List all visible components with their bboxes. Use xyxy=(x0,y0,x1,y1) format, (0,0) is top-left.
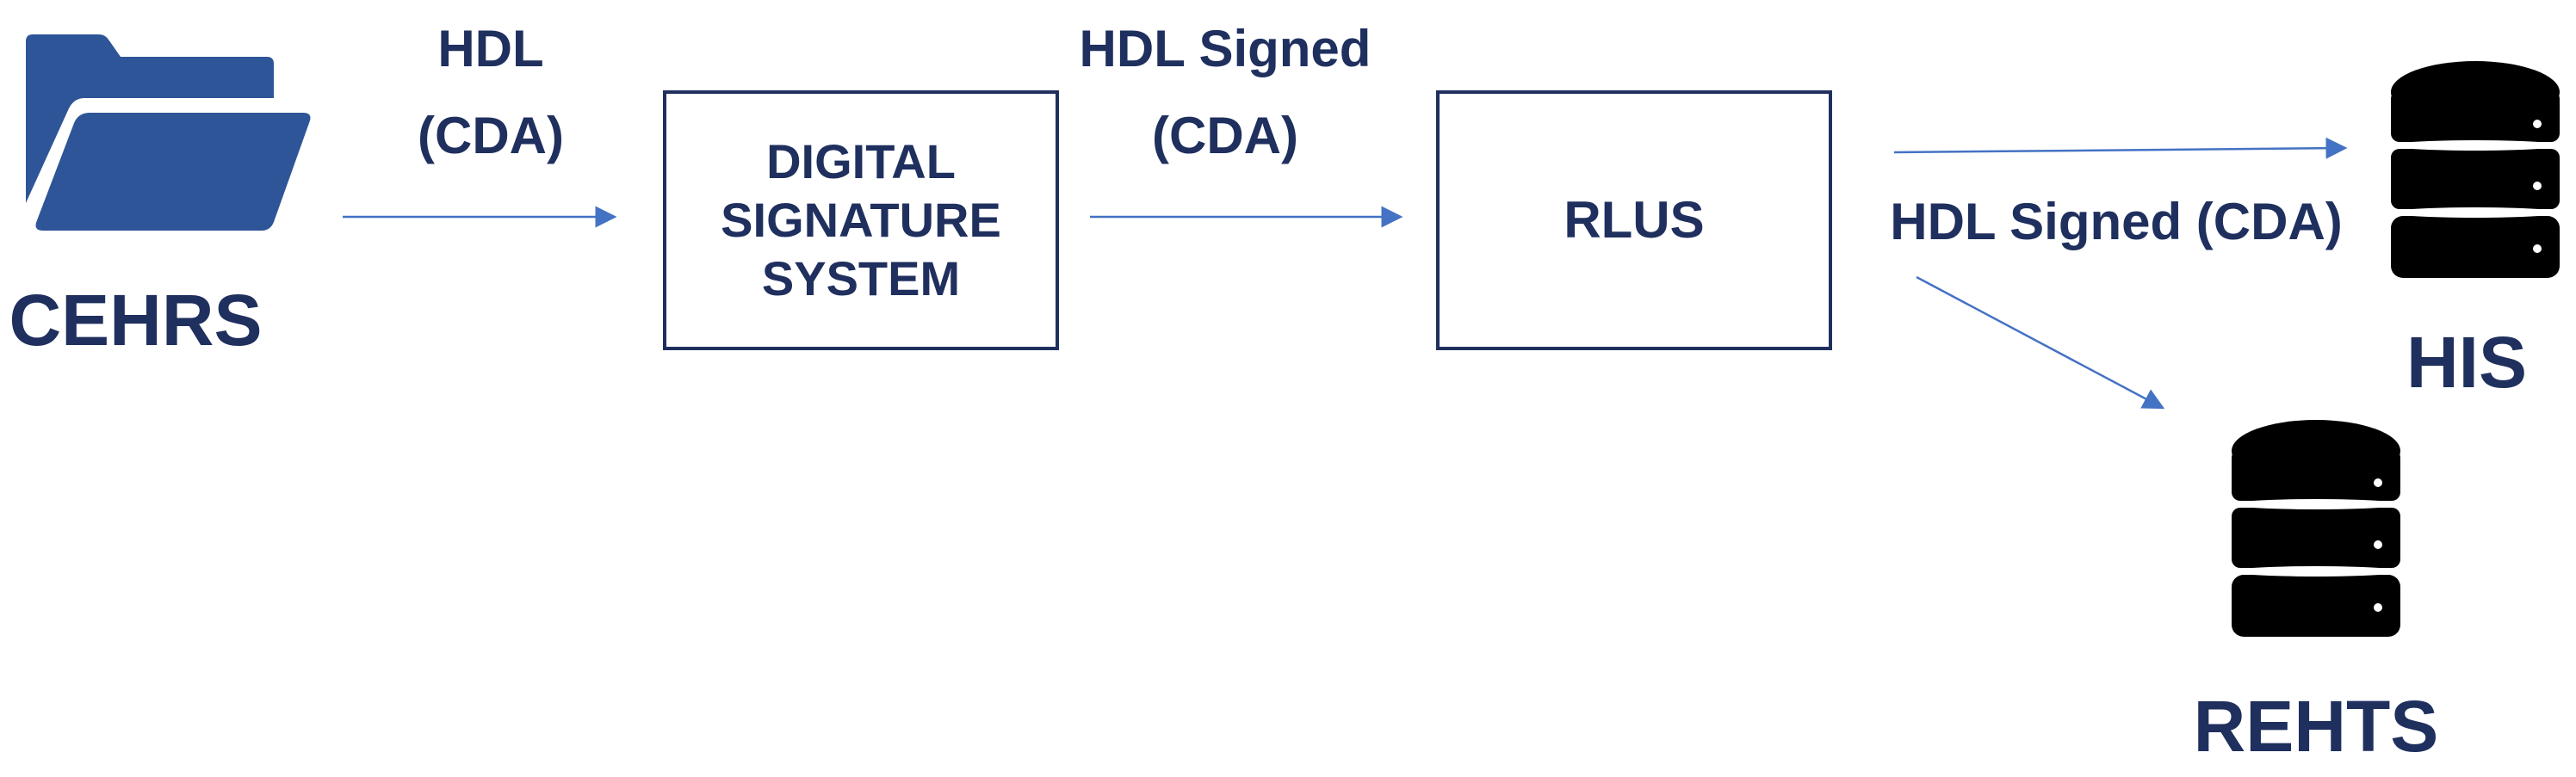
digital-signature-system-label: DIGITAL SIGNATURE SYSTEM xyxy=(721,133,1001,306)
rlus-box: RLUS xyxy=(1436,90,1832,350)
edge-label-cda: (CDA) xyxy=(418,107,564,164)
rlus-label: RLUS xyxy=(1564,191,1705,250)
his-label: HIS xyxy=(2406,322,2528,403)
edge-label-hdl-signed: HDL Signed xyxy=(1079,20,1372,77)
rehts-label: REHTS xyxy=(2193,686,2439,767)
folder-icon xyxy=(26,34,311,231)
arrow-rlus-to-rehts xyxy=(1916,275,2165,410)
database-icon xyxy=(2232,420,2400,637)
edge-label-hdl: HDL xyxy=(437,20,544,77)
cehrs-label: CEHRS xyxy=(9,280,263,361)
digital-signature-system-box: DIGITAL SIGNATURE SYSTEM xyxy=(663,90,1059,350)
database-icon xyxy=(2391,61,2560,278)
edge-label-output: HDL Signed (CDA) xyxy=(1890,193,2343,250)
edge-label-signed-cda: (CDA) xyxy=(1152,107,1298,164)
arrow-rlus-to-his xyxy=(1893,137,2348,159)
